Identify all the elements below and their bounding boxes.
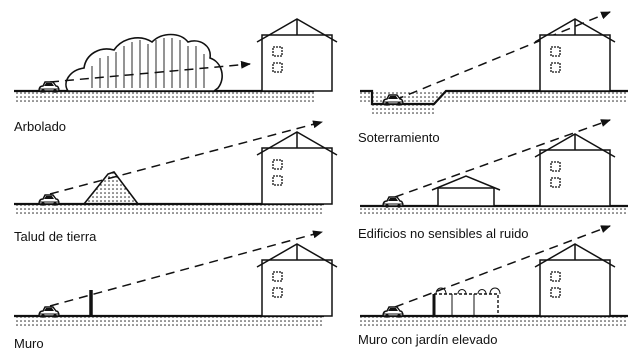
noise-ray (394, 225, 611, 308)
noise-ray (49, 120, 323, 195)
noise-ray (394, 11, 611, 101)
house-icon (256, 18, 338, 92)
caption-soterramiento: Soterramiento (358, 130, 440, 145)
panel-muro-jardin (360, 225, 628, 326)
panel-edificios (360, 119, 628, 216)
garden-shrubs (435, 287, 501, 316)
noise-ray (49, 60, 251, 83)
car-icon (38, 81, 60, 94)
caption-arbolado: Arbolado (14, 119, 67, 134)
shed-building (431, 175, 501, 207)
caption-muro: Muro (14, 336, 44, 351)
tree-hatching (91, 38, 205, 88)
house-icon (534, 243, 616, 317)
panel-muro (14, 230, 338, 326)
panel-arbolado (14, 18, 338, 102)
noise-ray (394, 119, 611, 198)
raised-garden (434, 293, 499, 316)
car-icon (38, 306, 60, 319)
caption-edificios-no-sensibles: Edificios no sensibles al ruido (358, 226, 529, 241)
earth-berm (82, 171, 140, 205)
caption-muro-con-jardin: Muro con jardín elevado (358, 332, 498, 347)
panel-talud (14, 120, 338, 214)
caption-talud-de-tierra: Talud de tierra (14, 229, 97, 244)
tree-belt (65, 33, 223, 92)
car-icon (38, 194, 60, 207)
house-icon (534, 133, 616, 207)
car-icon (382, 196, 404, 209)
house-icon (256, 131, 338, 205)
noise-ray (49, 230, 323, 307)
panel-soterramiento (360, 11, 628, 114)
house-icon (534, 18, 616, 92)
house-icon (256, 243, 338, 317)
car-icon (382, 306, 404, 319)
